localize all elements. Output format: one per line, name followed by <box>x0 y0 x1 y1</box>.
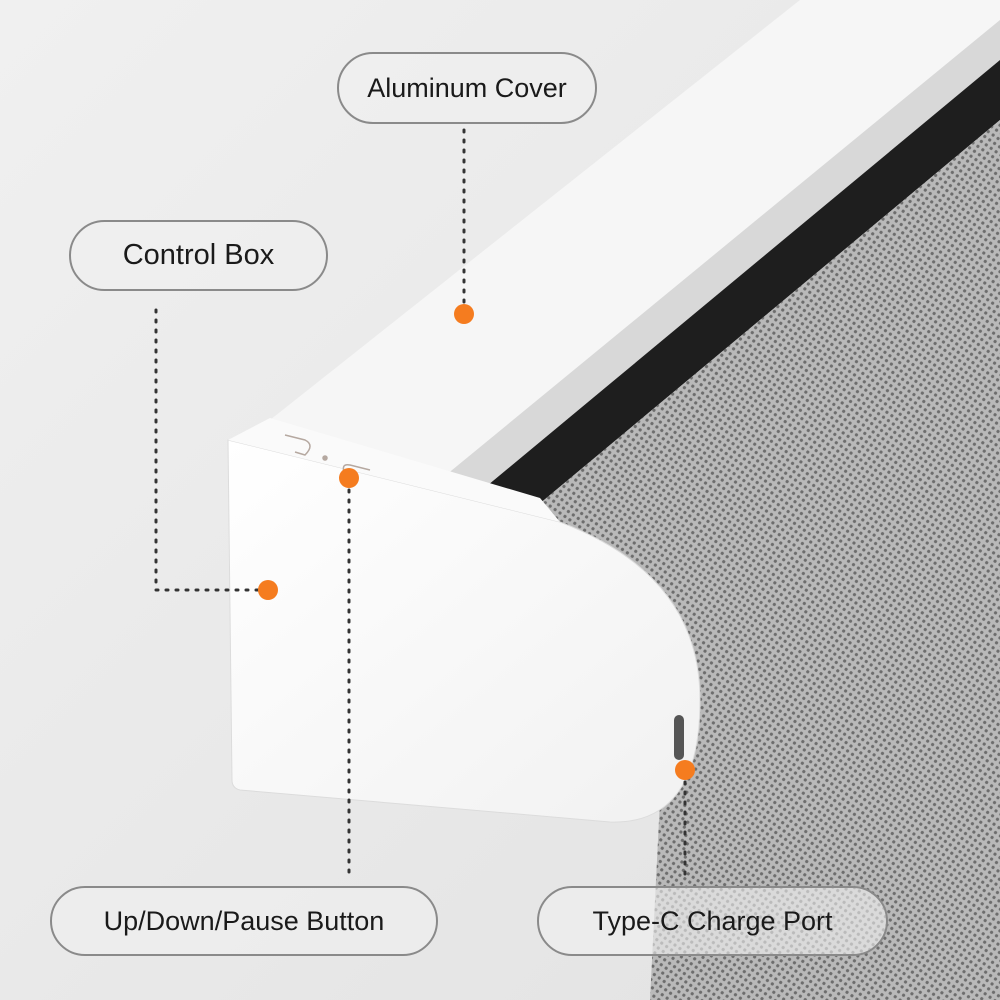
charge-port-marker <box>675 760 695 780</box>
cover-underside <box>440 20 1000 500</box>
fabric-shade <box>520 120 1000 1000</box>
control-box-marker <box>258 580 278 600</box>
usb-c-port <box>674 715 684 760</box>
control-box-cap <box>227 439 701 823</box>
cap-top <box>228 418 560 522</box>
charge-port-label: Type-C Charge Port <box>537 886 888 956</box>
dark-rail <box>470 60 1000 520</box>
control-box-label: Control Box <box>69 220 328 291</box>
aluminum-cover-marker <box>454 304 474 324</box>
leader-lines <box>154 128 687 882</box>
aluminum-cover-label: Aluminum Cover <box>337 52 597 124</box>
button-marker <box>339 468 359 488</box>
aluminum-cover <box>270 0 1000 480</box>
button-label: Up/Down/Pause Button <box>50 886 438 956</box>
